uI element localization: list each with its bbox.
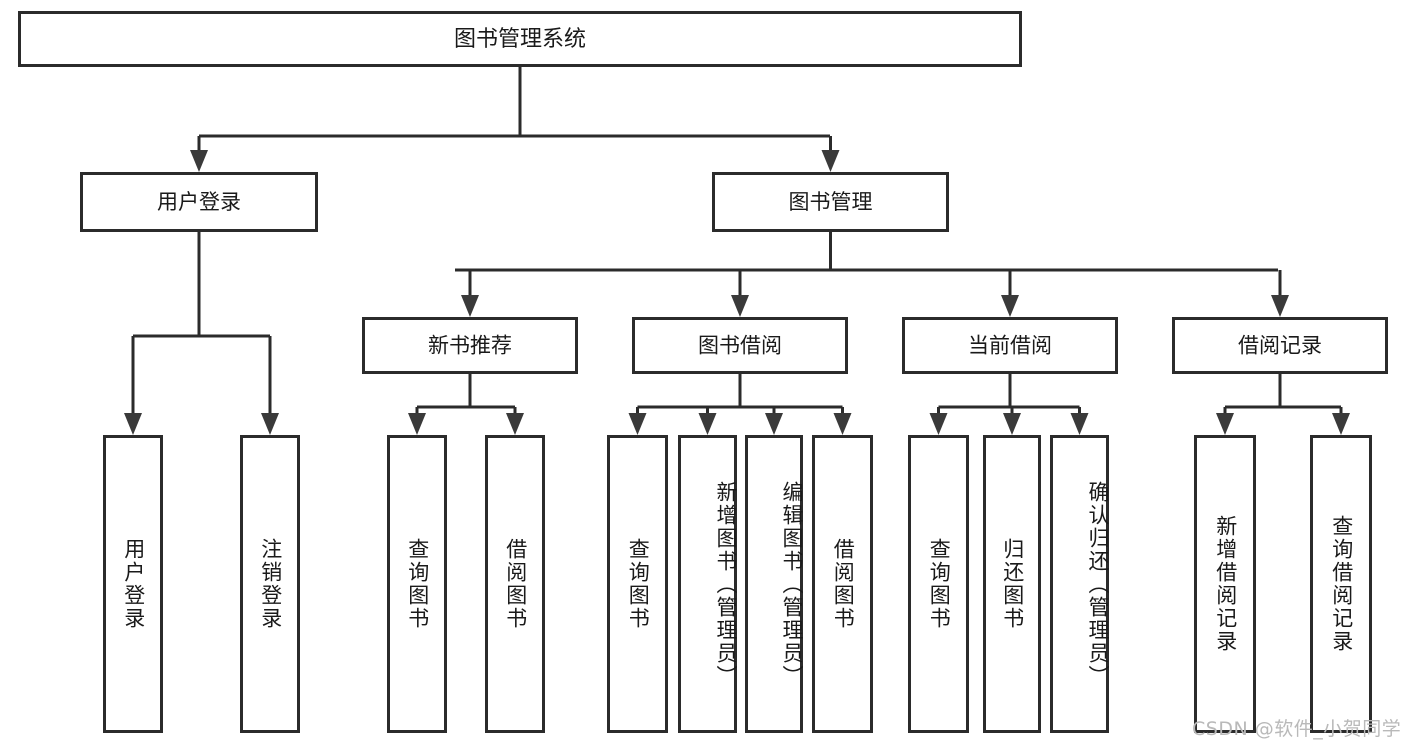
leaf-leaf-confirm-return-box[interactable] <box>1050 435 1109 733</box>
root-node-label: 图书管理系统 <box>454 27 586 52</box>
node-current-borrow-box[interactable] <box>902 317 1118 374</box>
node-new-book-recommend-label: 新书推荐 <box>428 334 512 358</box>
root-node-box[interactable] <box>18 11 1022 67</box>
node-book-borrow-label: 图书借阅 <box>698 334 782 358</box>
arrow-book-management <box>821 150 840 172</box>
node-user-login-label: 用户登录 <box>157 190 241 214</box>
leaf-leaf-add-book-box[interactable] <box>678 435 737 733</box>
node-book-management-label: 图书管理 <box>789 190 873 214</box>
leaf-arrow-leaf-user-login <box>124 413 142 435</box>
node-borrow-record-box[interactable] <box>1172 317 1388 374</box>
leaf-leaf-borrow-book-2-box[interactable] <box>812 435 873 733</box>
leaf-leaf-add-record-box[interactable] <box>1194 435 1256 733</box>
leaf-leaf-return-book-box[interactable] <box>983 435 1041 733</box>
leaf-arrow-leaf-query-book-2 <box>628 413 647 435</box>
node-borrow-record-label: 借阅记录 <box>1238 334 1322 358</box>
leaf-arrow-leaf-add-book <box>698 413 717 435</box>
leaf-leaf-user-login-box[interactable] <box>103 435 163 733</box>
node-box-layer <box>18 11 1388 733</box>
leaf-leaf-query-record-box[interactable] <box>1310 435 1372 733</box>
arrow-borrow-record <box>1271 295 1289 317</box>
leaf-arrow-leaf-query-book-1 <box>408 413 426 435</box>
arrow-book-borrow <box>731 295 749 317</box>
leaf-arrow-leaf-borrow-book-2 <box>833 413 852 435</box>
leaf-arrow-leaf-confirm-return <box>1070 413 1089 435</box>
csdn-watermark: CSDN @软件_小贺同学 <box>1192 718 1402 740</box>
connector-layer <box>124 67 1350 435</box>
leaf-leaf-borrow-book-1-box[interactable] <box>485 435 545 733</box>
node-book-borrow-box[interactable] <box>632 317 848 374</box>
node-current-borrow-label: 当前借阅 <box>968 334 1052 358</box>
arrow-user-login <box>190 150 208 172</box>
leaf-leaf-query-book-1-box[interactable] <box>387 435 447 733</box>
leaf-arrow-leaf-edit-book <box>765 413 783 435</box>
node-book-management-box[interactable] <box>712 172 949 232</box>
arrow-new-book-recommend <box>461 295 479 317</box>
leaf-arrow-leaf-logout <box>261 413 279 435</box>
leaf-arrow-leaf-add-record <box>1216 413 1234 435</box>
leaf-leaf-query-book-3-box[interactable] <box>908 435 969 733</box>
leaf-arrow-leaf-borrow-book-1 <box>506 413 524 435</box>
leaf-arrow-leaf-query-book-3 <box>929 413 948 435</box>
arrow-current-borrow <box>1001 295 1019 317</box>
node-user-login-box[interactable] <box>80 172 318 232</box>
leaf-leaf-edit-book-box[interactable] <box>745 435 803 733</box>
leaf-leaf-logout-box[interactable] <box>240 435 300 733</box>
node-new-book-recommend-box[interactable] <box>362 317 578 374</box>
leaf-arrow-leaf-return-book <box>1003 413 1021 435</box>
leaf-leaf-query-book-2-box[interactable] <box>607 435 668 733</box>
leaf-arrow-leaf-query-record <box>1332 413 1350 435</box>
